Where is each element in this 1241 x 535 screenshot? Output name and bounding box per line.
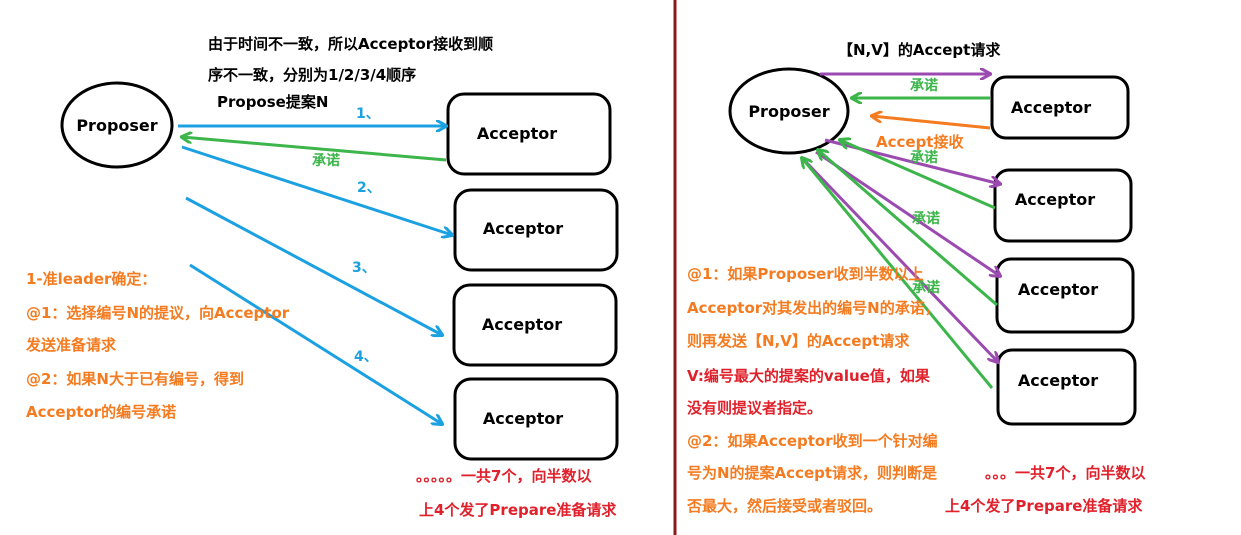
right-note-orange-2-line-2: 号为N的提案Accept请求，则判断是 (687, 464, 938, 482)
left-note-line-1: 1-准leader确定： (26, 270, 156, 288)
left-acceptor-label-3: Acceptor (482, 315, 562, 334)
right-promise-label-2: 承诺 (910, 149, 938, 166)
right-promise-label-4: 承诺 (912, 279, 940, 296)
right-accept-received-label: Accept接收 (876, 133, 963, 151)
left-top-note-line-2: 序不一致，分别为1/2/3/4顺序 (208, 66, 416, 84)
left-acceptor-node-3 (452, 283, 618, 367)
left-promise-arrow (182, 137, 447, 162)
right-footer-line-2: 上4个发了Prepare准备请求 (945, 497, 1143, 515)
right-proposer-label: Proposer (748, 102, 829, 121)
left-acceptor-node-1 (446, 92, 612, 176)
left-order-label-2: 2、 (357, 180, 381, 196)
right-promise-label-3: 承诺 (912, 210, 940, 227)
right-acceptor-node-1 (990, 75, 1130, 140)
left-acceptor-label-1: Acceptor (477, 124, 557, 143)
right-promise-arrow-4 (802, 158, 994, 389)
left-propose-arrow-4 (189, 263, 442, 424)
right-accept-request-arrow-4 (804, 160, 998, 362)
right-acceptor-node-2 (993, 168, 1133, 243)
left-promise-label: 承诺 (312, 152, 340, 169)
right-promise-label-1: 承诺 (910, 77, 938, 94)
right-proposer-node (728, 67, 850, 155)
right-acceptor-label-1: Acceptor (1011, 98, 1091, 117)
right-note-orange-line-3: 则再发送【N,V】的Accept请求 (687, 332, 910, 350)
left-note-line-4: @2：如果N大于已有编号，得到 (26, 370, 244, 388)
left-acceptor-label-4: Acceptor (483, 409, 563, 428)
left-acceptor-node-4 (453, 377, 619, 461)
left-footer-line-2: 上4个发了Prepare准备请求 (419, 501, 617, 519)
right-acceptor-label-4: Acceptor (1018, 371, 1098, 390)
right-acceptor-label-2: Acceptor (1015, 190, 1095, 209)
left-proposer-label: Proposer (76, 116, 157, 135)
right-promise-arrow-2 (840, 140, 996, 210)
right-acceptor-node-3 (995, 257, 1135, 334)
left-footer-line-1: 。。。。。一共7个，向半数以 (416, 467, 591, 485)
left-propose-arrow-2 (181, 145, 452, 235)
right-note-red-line-1: V:编号最大的提案的value值，如果 (687, 367, 931, 385)
left-propose-label: Propose提案N (217, 93, 328, 111)
left-proposer-node (60, 81, 174, 169)
right-accept-received-arrow (872, 116, 991, 130)
left-propose-arrow-3 (185, 196, 442, 335)
left-order-label-3: 3、 (352, 260, 376, 276)
left-acceptor-label-2: Acceptor (483, 219, 563, 238)
left-top-note-line-1: 由于时间不一致，所以Acceptor接收到顺 (208, 35, 493, 53)
right-note-orange-2-line-1: @2：如果Acceptor收到一个针对编 (687, 432, 938, 450)
right-accept-request-label: 【N,V】的Accept请求 (838, 41, 1001, 59)
left-order-label-1: 1、 (356, 106, 380, 122)
left-note-line-3: 发送准备请求 (25, 336, 117, 354)
left-note-line-5: Acceptor的编号承诺 (26, 403, 176, 421)
right-note-red-line-2: 没有则提议者指定。 (687, 399, 822, 417)
left-order-label-4: 4、 (354, 349, 378, 365)
right-note-orange-line-1: @1：如果Proposer收到半数以上 (687, 265, 924, 283)
right-acceptor-node-4 (996, 348, 1137, 426)
right-note-orange-2-line-3: 否最大，然后接受或者驳回。 (686, 497, 882, 515)
left-note-line-2: @1：选择编号N的提议，向Acceptor (26, 304, 290, 322)
right-accept-request-arrow-3 (815, 150, 1000, 276)
right-acceptor-label-3: Acceptor (1018, 280, 1098, 299)
right-promise-arrow-3 (818, 150, 998, 307)
right-note-orange-line-2: Acceptor对其发出的编号N的承诺， (687, 299, 940, 317)
right-footer-line-1: 。。。一共7个，向半数以 (985, 464, 1145, 482)
